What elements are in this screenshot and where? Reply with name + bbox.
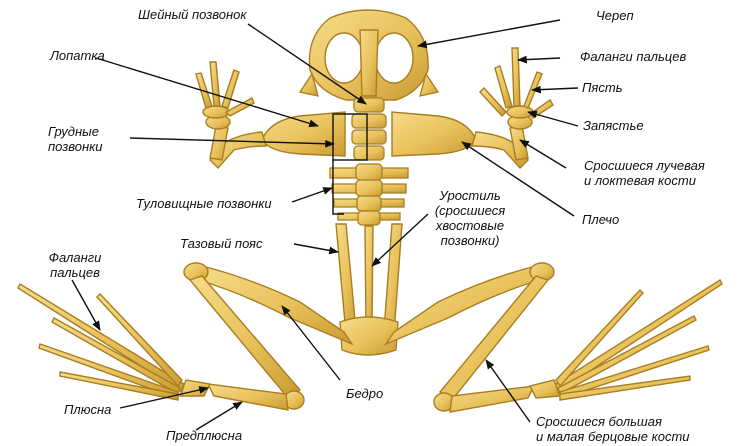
- leader-pelvis: [294, 244, 338, 252]
- left-hindlimb: [18, 263, 352, 410]
- label-tibiofibula-line2: и малая берцовые кости: [536, 429, 690, 444]
- label-thoracic: Грудные позвонки: [48, 124, 103, 154]
- leader-tarsus: [196, 402, 242, 430]
- label-urostyle-line2: (сросшиеся: [418, 203, 522, 218]
- label-trunk-vertebrae: Туловищные позвонки: [136, 196, 272, 211]
- leader-skull: [418, 20, 560, 46]
- leader-metacarpus: [532, 88, 578, 90]
- left-forelimb: [196, 62, 266, 168]
- leader-trunk: [292, 188, 332, 202]
- label-radioulna-line2: и локтевая кости: [584, 173, 705, 188]
- label-shoulder: Плечо: [582, 212, 619, 227]
- label-wrist: Запястье: [583, 118, 644, 133]
- label-pelvic-girdle: Тазовый пояс: [180, 236, 262, 251]
- leader-wrist: [528, 112, 578, 126]
- label-metatarsus: Плюсна: [64, 402, 111, 417]
- label-toes-line2: пальцев: [38, 265, 112, 280]
- label-urostyle-line3: хвостовые: [418, 218, 522, 233]
- leader-fingers-right: [518, 58, 560, 60]
- label-cervical-vertebra: Шейный позвонок: [138, 7, 247, 22]
- label-femur: Бедро: [346, 386, 383, 401]
- label-skull: Череп: [596, 8, 634, 23]
- label-toes-line1: Фаланги: [38, 250, 112, 265]
- label-scapula: Лопатка: [50, 48, 105, 63]
- label-thoracic-line1: Грудные: [48, 124, 103, 139]
- right-hindlimb: [386, 263, 722, 412]
- label-radioulna: Сросшиеся лучевая и локтевая кости: [584, 158, 705, 188]
- label-urostyle-line1: Уростиль: [418, 188, 522, 203]
- label-tarsus: Предплюсна: [166, 428, 242, 443]
- right-forelimb: [472, 48, 553, 168]
- label-radioulna-line1: Сросшиеся лучевая: [584, 158, 705, 173]
- label-tibiofibula: Сросшиеся большая и малая берцовые кости: [536, 414, 690, 444]
- label-toes: Фаланги пальцев: [38, 250, 112, 280]
- label-fingers-forelimb: Фаланги пальцев: [580, 49, 686, 64]
- label-metacarpus: Пясть: [582, 80, 623, 95]
- label-urostyle: Уростиль (сросшиеся хвостовые позвонки): [418, 188, 522, 248]
- label-tibiofibula-line1: Сросшиеся большая: [536, 414, 690, 429]
- label-thoracic-line2: позвонки: [48, 139, 103, 154]
- skull-bone: [300, 10, 438, 100]
- label-urostyle-line4: позвонки): [418, 233, 522, 248]
